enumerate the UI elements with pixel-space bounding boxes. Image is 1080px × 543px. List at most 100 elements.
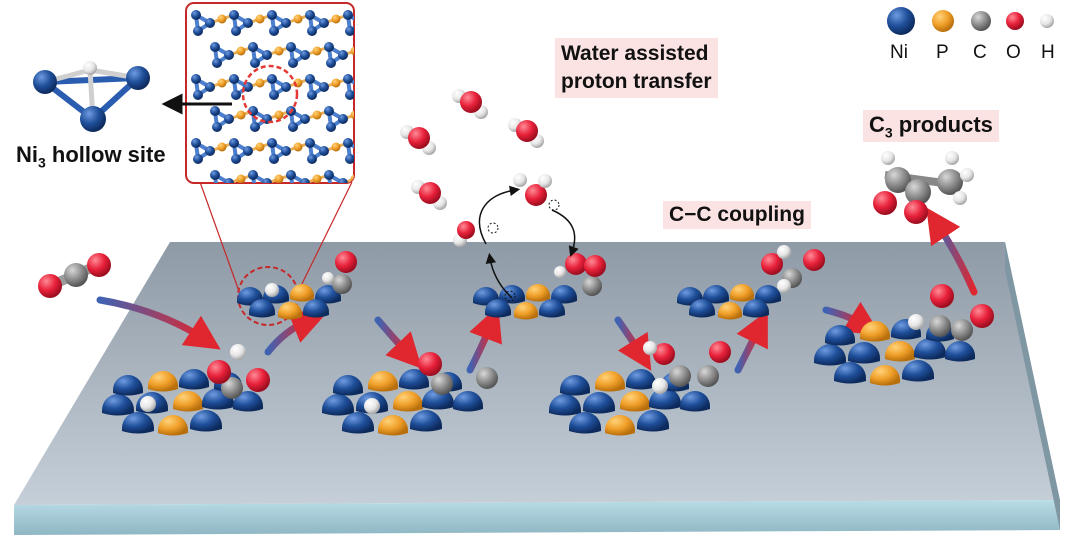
lattice-ni-atom	[300, 114, 310, 124]
h-atom	[953, 191, 967, 205]
lattice-ni-atom	[250, 122, 260, 132]
lattice-bond	[381, 51, 393, 55]
lattice-ni-atom	[324, 42, 334, 52]
lattice-bond	[253, 181, 269, 183]
o-atom	[803, 249, 825, 271]
lattice-ni-atom	[357, 82, 367, 92]
lattice-bond	[355, 111, 367, 115]
surface-cluster	[814, 284, 994, 386]
lattice-bond	[381, 179, 393, 183]
reaction-arrows	[96, 207, 978, 374]
ni-surface-atom	[485, 299, 511, 318]
lattice-bond	[329, 181, 345, 183]
c3-products-label: C3 products	[863, 110, 999, 143]
surface-cluster	[473, 253, 606, 320]
lattice-bond	[381, 115, 393, 119]
arrow-co-adsorption	[96, 296, 221, 350]
lattice-ni-atom	[193, 154, 203, 164]
ni-surface-atom	[333, 375, 363, 396]
ni-surface-atom	[689, 299, 715, 318]
legend-ni-sphere	[887, 7, 915, 35]
lattice-bond	[369, 119, 381, 127]
lattice-ni-atom	[288, 122, 298, 132]
arrow-back1-to-stage2	[374, 316, 422, 369]
lattice-p-atom	[217, 78, 227, 88]
lattice-p-atom	[389, 47, 398, 56]
h-atom	[554, 266, 566, 278]
lattice-ni-atom	[191, 74, 201, 84]
legend-c-label: C	[973, 42, 987, 63]
h-atom	[265, 283, 279, 297]
o-atom	[970, 304, 994, 328]
lattice-p-atom	[350, 110, 354, 120]
lattice-bond	[291, 181, 307, 183]
lattice-p-atom	[312, 174, 322, 183]
lattice-p-atom	[217, 142, 227, 152]
lattice-p-atom	[274, 174, 284, 183]
ni-surface-atom	[102, 394, 134, 416]
lattice-ni-atom	[376, 50, 386, 60]
lattice-bond	[367, 175, 369, 191]
lattice-ni-atom	[326, 122, 336, 132]
c-atom	[431, 373, 453, 395]
cc-coupling-label: C−C coupling	[663, 201, 811, 229]
co-molecule	[38, 253, 111, 298]
lattice-ni-atom	[212, 122, 222, 132]
lattice-ni-atom	[269, 26, 279, 36]
ni-surface-atom	[539, 299, 565, 318]
lattice-ni-atom	[212, 186, 222, 196]
lattice-ni-atom	[338, 178, 348, 183]
ni-surface-atom	[551, 285, 577, 304]
lattice-ni-atom	[229, 10, 239, 20]
lattice-bond	[369, 183, 381, 191]
lattice-ni-atom	[286, 170, 296, 180]
c-atom	[221, 377, 243, 399]
lattice-ni-atom	[248, 42, 258, 52]
h-atom	[777, 245, 791, 259]
o-atom	[207, 360, 231, 384]
c3-product-molecule	[873, 151, 974, 224]
h-atom	[643, 341, 657, 355]
lattice-p-atom	[389, 111, 398, 120]
lattice-ni-atom	[345, 154, 354, 164]
h-atom	[364, 398, 380, 414]
ni-surface-atom	[743, 299, 769, 318]
lattice-ni-atom	[288, 186, 298, 196]
ni-surface-atom	[190, 410, 222, 432]
lattice-ni-atom	[193, 90, 203, 100]
ni-surface-atom	[399, 369, 429, 390]
lattice-ni-atom	[362, 42, 372, 52]
lattice-ni-atom	[319, 82, 329, 92]
lattice-p-atom	[236, 46, 246, 56]
lattice-ni-atom	[326, 58, 336, 68]
legend-p-sphere	[932, 10, 954, 32]
h-atom	[881, 151, 895, 165]
lattice-ni-atom	[305, 10, 315, 20]
lattice-bond	[367, 175, 381, 183]
c-atom	[885, 167, 911, 193]
ni3-hollow-site-label: Ni3 hollow site	[16, 142, 166, 171]
lattice-bond	[355, 175, 367, 179]
p-surface-atom	[730, 284, 754, 302]
lattice-ni-atom	[343, 138, 353, 148]
lattice-ni-atom	[305, 138, 315, 148]
lattice-ni-atom	[231, 154, 241, 164]
lattice-p-atom	[312, 110, 322, 120]
lattice-ni-atom	[224, 50, 234, 60]
c-atom	[669, 365, 691, 387]
surface-cluster	[102, 344, 270, 436]
surface-cluster	[237, 251, 357, 320]
ni-surface-atom	[626, 369, 656, 390]
ni-surface-atom	[560, 375, 590, 396]
p-surface-atom	[526, 284, 550, 302]
lattice-ni-atom	[345, 26, 354, 36]
ni-surface-atom	[848, 342, 880, 364]
lattice-p-atom	[370, 15, 379, 24]
lattice-ni-atom	[364, 122, 374, 132]
lattice-bond	[355, 47, 367, 51]
ni-surface-atom	[113, 375, 143, 396]
legend-o-sphere	[1006, 12, 1024, 30]
o-atom	[904, 200, 928, 224]
o-atom	[653, 343, 675, 365]
